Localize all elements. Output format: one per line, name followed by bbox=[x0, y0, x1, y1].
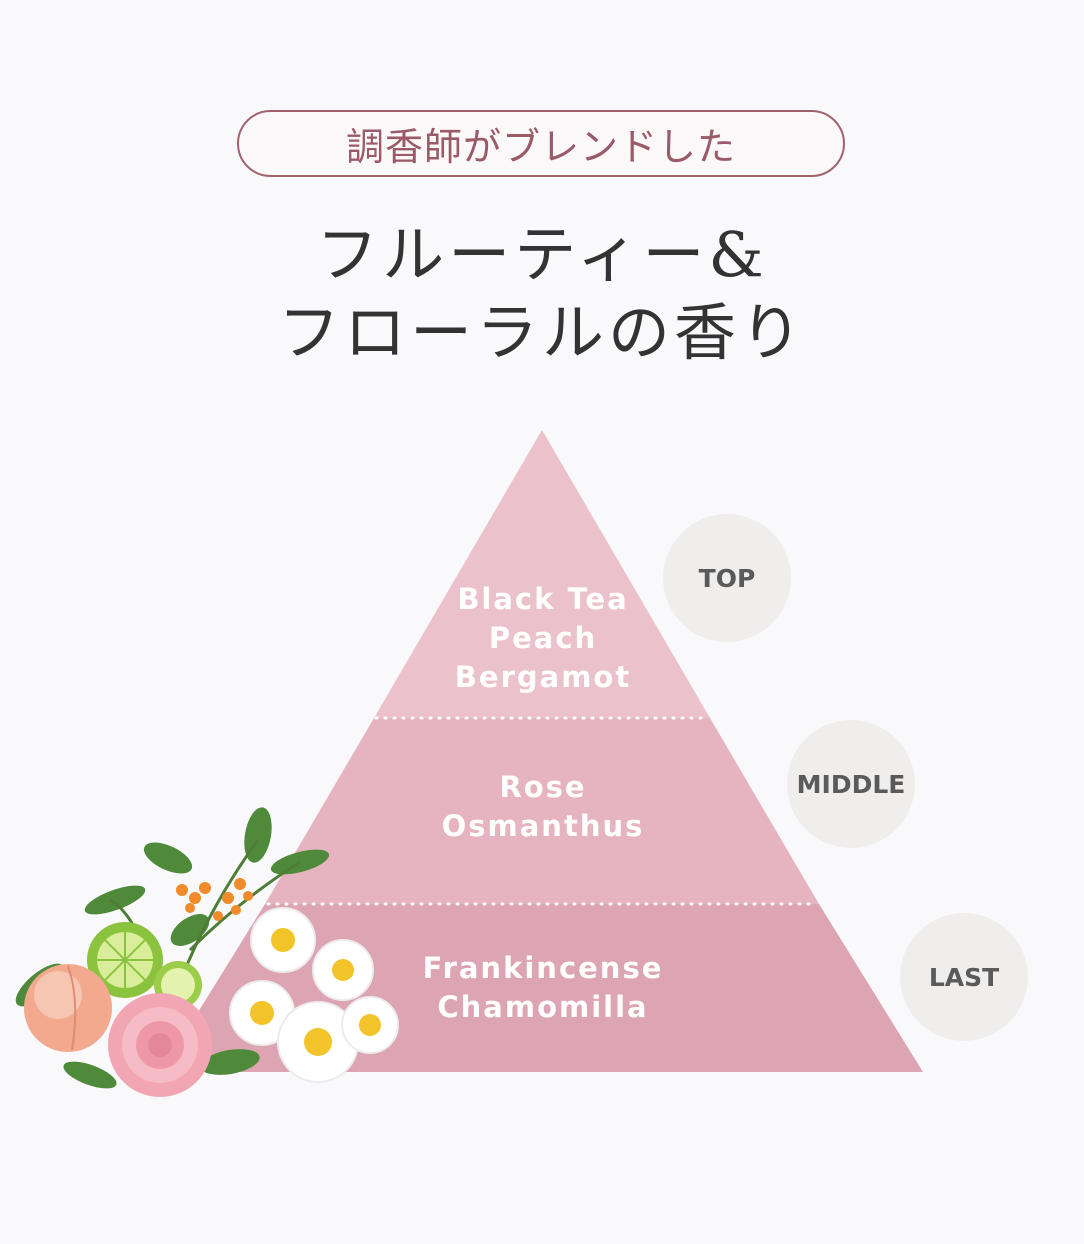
note-item: Frankincense bbox=[422, 951, 664, 985]
note-item: Black Tea bbox=[457, 582, 629, 616]
last-notes: Frankincense Chamomilla bbox=[343, 949, 743, 1027]
page-title-line1: フルーティー& bbox=[316, 218, 768, 291]
badge-middle: MIDDLE bbox=[787, 720, 915, 848]
pyramid-tier-middle bbox=[265, 718, 819, 904]
note-item: Rose bbox=[499, 770, 587, 804]
subtitle-pill: 調香師がブレンドした bbox=[237, 110, 845, 177]
subtitle-pill-label: 調香師がブレンドした bbox=[345, 125, 736, 169]
page-title-line2: フローラルの香り bbox=[277, 296, 806, 369]
note-item: Bergamot bbox=[454, 660, 632, 694]
middle-notes: Rose Osmanthus bbox=[343, 768, 743, 846]
badge-top: TOP bbox=[663, 514, 791, 642]
top-notes: Black Tea Peach Bergamot bbox=[343, 580, 743, 697]
note-item: Peach bbox=[488, 621, 598, 655]
badge-last: LAST bbox=[900, 913, 1028, 1041]
note-item: Osmanthus bbox=[441, 809, 645, 843]
note-item: Chamomilla bbox=[437, 990, 649, 1024]
pyramid-tier-top bbox=[374, 430, 710, 718]
fruit-and-flower-bouquet-icon bbox=[15, 807, 399, 1097]
